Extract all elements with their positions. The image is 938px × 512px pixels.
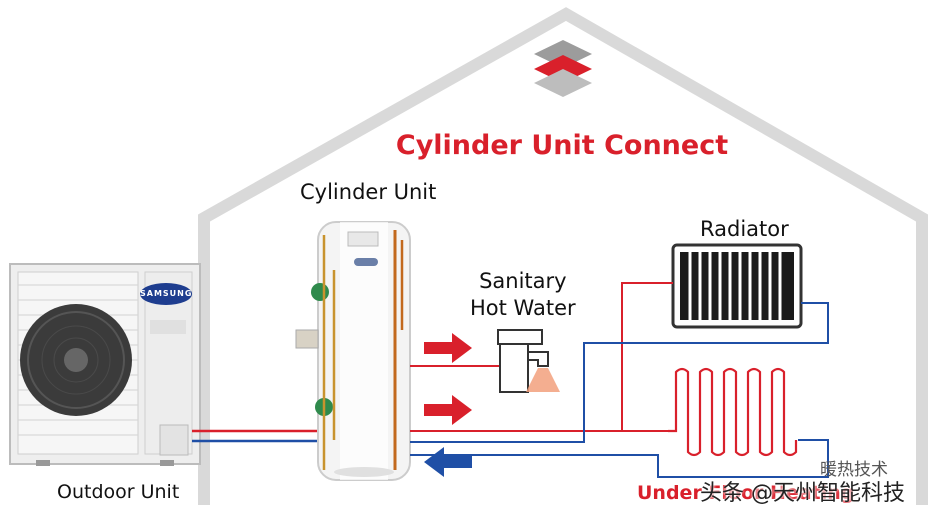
watermark-main: 头条 @天州智能科技 bbox=[700, 481, 905, 506]
hot-water-tap-icon bbox=[410, 329, 560, 393]
under-floor-heating-label: Under Floor Heating bbox=[637, 482, 855, 504]
sanitary-hot-water-label: Sanitary Hot Water bbox=[470, 268, 576, 322]
heating-supply-arrow-icon bbox=[424, 395, 472, 425]
outdoor-unit-label: Outdoor Unit bbox=[57, 481, 180, 503]
pump-icon bbox=[311, 283, 329, 301]
underfloor-coil-icon bbox=[668, 367, 798, 457]
outdoor-unit bbox=[9, 263, 201, 466]
diagram-title: Cylinder Unit Connect bbox=[395, 130, 729, 161]
house-outline bbox=[198, 7, 928, 505]
hot-water-arrow-icon bbox=[424, 333, 472, 363]
watermark-secondary: 暖热技术 bbox=[820, 460, 888, 480]
cylinder-unit bbox=[295, 221, 411, 481]
roof-logo-icon bbox=[534, 40, 592, 97]
heating-return-arrow-icon bbox=[424, 447, 472, 477]
cylinder-unit-label: Cylinder Unit bbox=[300, 180, 437, 204]
pipes-heating bbox=[410, 282, 829, 478]
sanitary-label-line2: Hot Water bbox=[470, 296, 576, 320]
radiator-icon bbox=[671, 243, 803, 329]
pipes-outdoor bbox=[192, 429, 322, 443]
outdoor-brand-logo: SAMSUNG bbox=[140, 283, 192, 305]
radiator-label: Radiator bbox=[700, 217, 789, 241]
sanitary-label-line1: Sanitary bbox=[479, 269, 567, 293]
